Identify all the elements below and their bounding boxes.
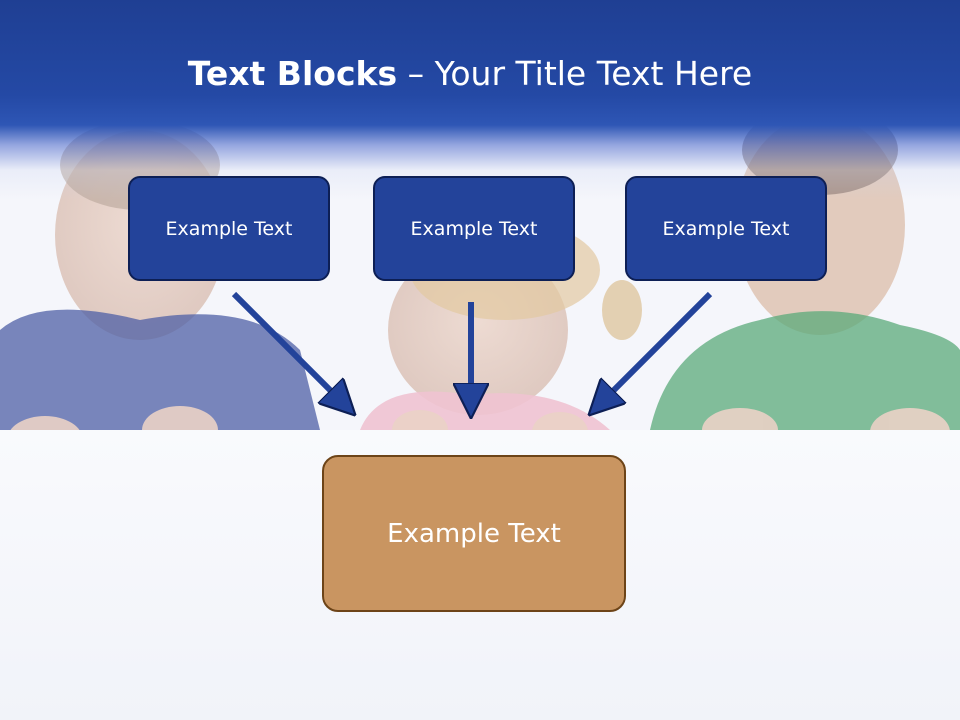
text-block-1-label: Example Text (165, 217, 293, 240)
text-block-3[interactable]: Example Text (625, 176, 827, 281)
right-boy-shirt (650, 311, 960, 430)
text-block-2-label: Example Text (410, 217, 538, 240)
main-text-block[interactable]: Example Text (322, 455, 626, 612)
title-bold-part: Text Blocks (187, 54, 398, 93)
main-text-block-label: Example Text (387, 518, 561, 549)
title-dash: – (397, 54, 435, 93)
text-block-2[interactable]: Example Text (373, 176, 575, 281)
slide-title: Text Blocks – Your Title Text Here (0, 54, 940, 93)
title-rest: Your Title Text Here (434, 54, 753, 93)
text-block-3-label: Example Text (662, 217, 790, 240)
girl-pigtail (602, 280, 642, 340)
title-banner: Text Blocks – Your Title Text Here (0, 0, 960, 200)
text-block-1[interactable]: Example Text (128, 176, 330, 281)
